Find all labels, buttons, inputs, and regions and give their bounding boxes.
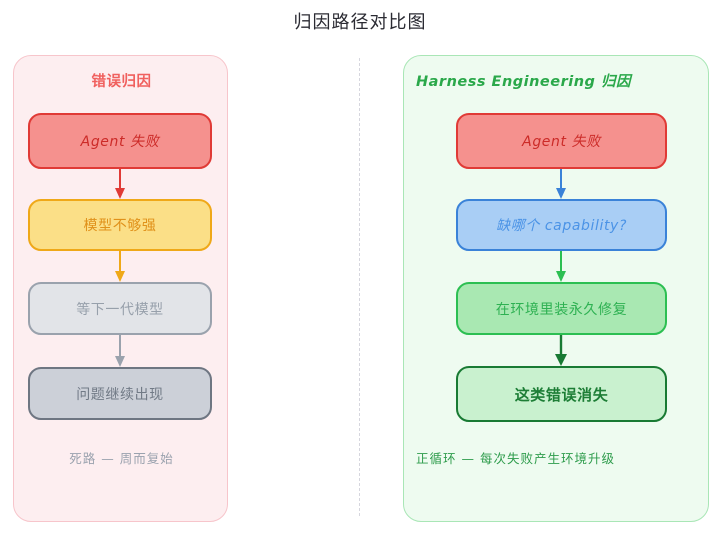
- arrow-harness-2: [556, 251, 566, 282]
- node-problem-persists[interactable]: 问题继续出现: [28, 367, 212, 420]
- arrow-wrong-1: [115, 169, 125, 199]
- panel-harness-header: Harness Engineering 归因: [416, 74, 631, 90]
- node-which-capability-missing[interactable]: 缺哪个 capability?: [456, 199, 667, 251]
- node-agent-failure-harness[interactable]: Agent 失败: [456, 113, 667, 169]
- arrow-harness-1: [556, 169, 566, 199]
- node-install-permanent-fix-in-env[interactable]: 在环境里装永久修复: [456, 282, 667, 335]
- panel-wrong-header: 错误归因: [91, 74, 152, 90]
- node-agent-failure-wrong[interactable]: Agent 失败: [28, 113, 212, 169]
- panel-wrong-attribution: 错误归因 Agent 失败 模型不够强 等下一代模型 问题继续出现 死路 — 周…: [13, 55, 228, 522]
- arrow-wrong-3: [115, 335, 125, 367]
- page-title: 归因路径对比图: [293, 12, 427, 33]
- caption-harness-attribution: 正循环 — 每次失败产生环境升级: [416, 451, 615, 466]
- panel-harness-attribution: Harness Engineering 归因 Agent 失败 缺哪个 capa…: [403, 55, 709, 522]
- arrow-wrong-2: [115, 251, 125, 282]
- panel-divider: [359, 58, 360, 516]
- node-model-not-strong-enough[interactable]: 模型不够强: [28, 199, 212, 251]
- arrow-harness-3: [555, 335, 567, 366]
- node-wait-next-gen-model[interactable]: 等下一代模型: [28, 282, 212, 335]
- caption-wrong-attribution: 死路 — 周而复始: [69, 451, 174, 466]
- node-this-class-of-error-gone[interactable]: 这类错误消失: [456, 366, 667, 422]
